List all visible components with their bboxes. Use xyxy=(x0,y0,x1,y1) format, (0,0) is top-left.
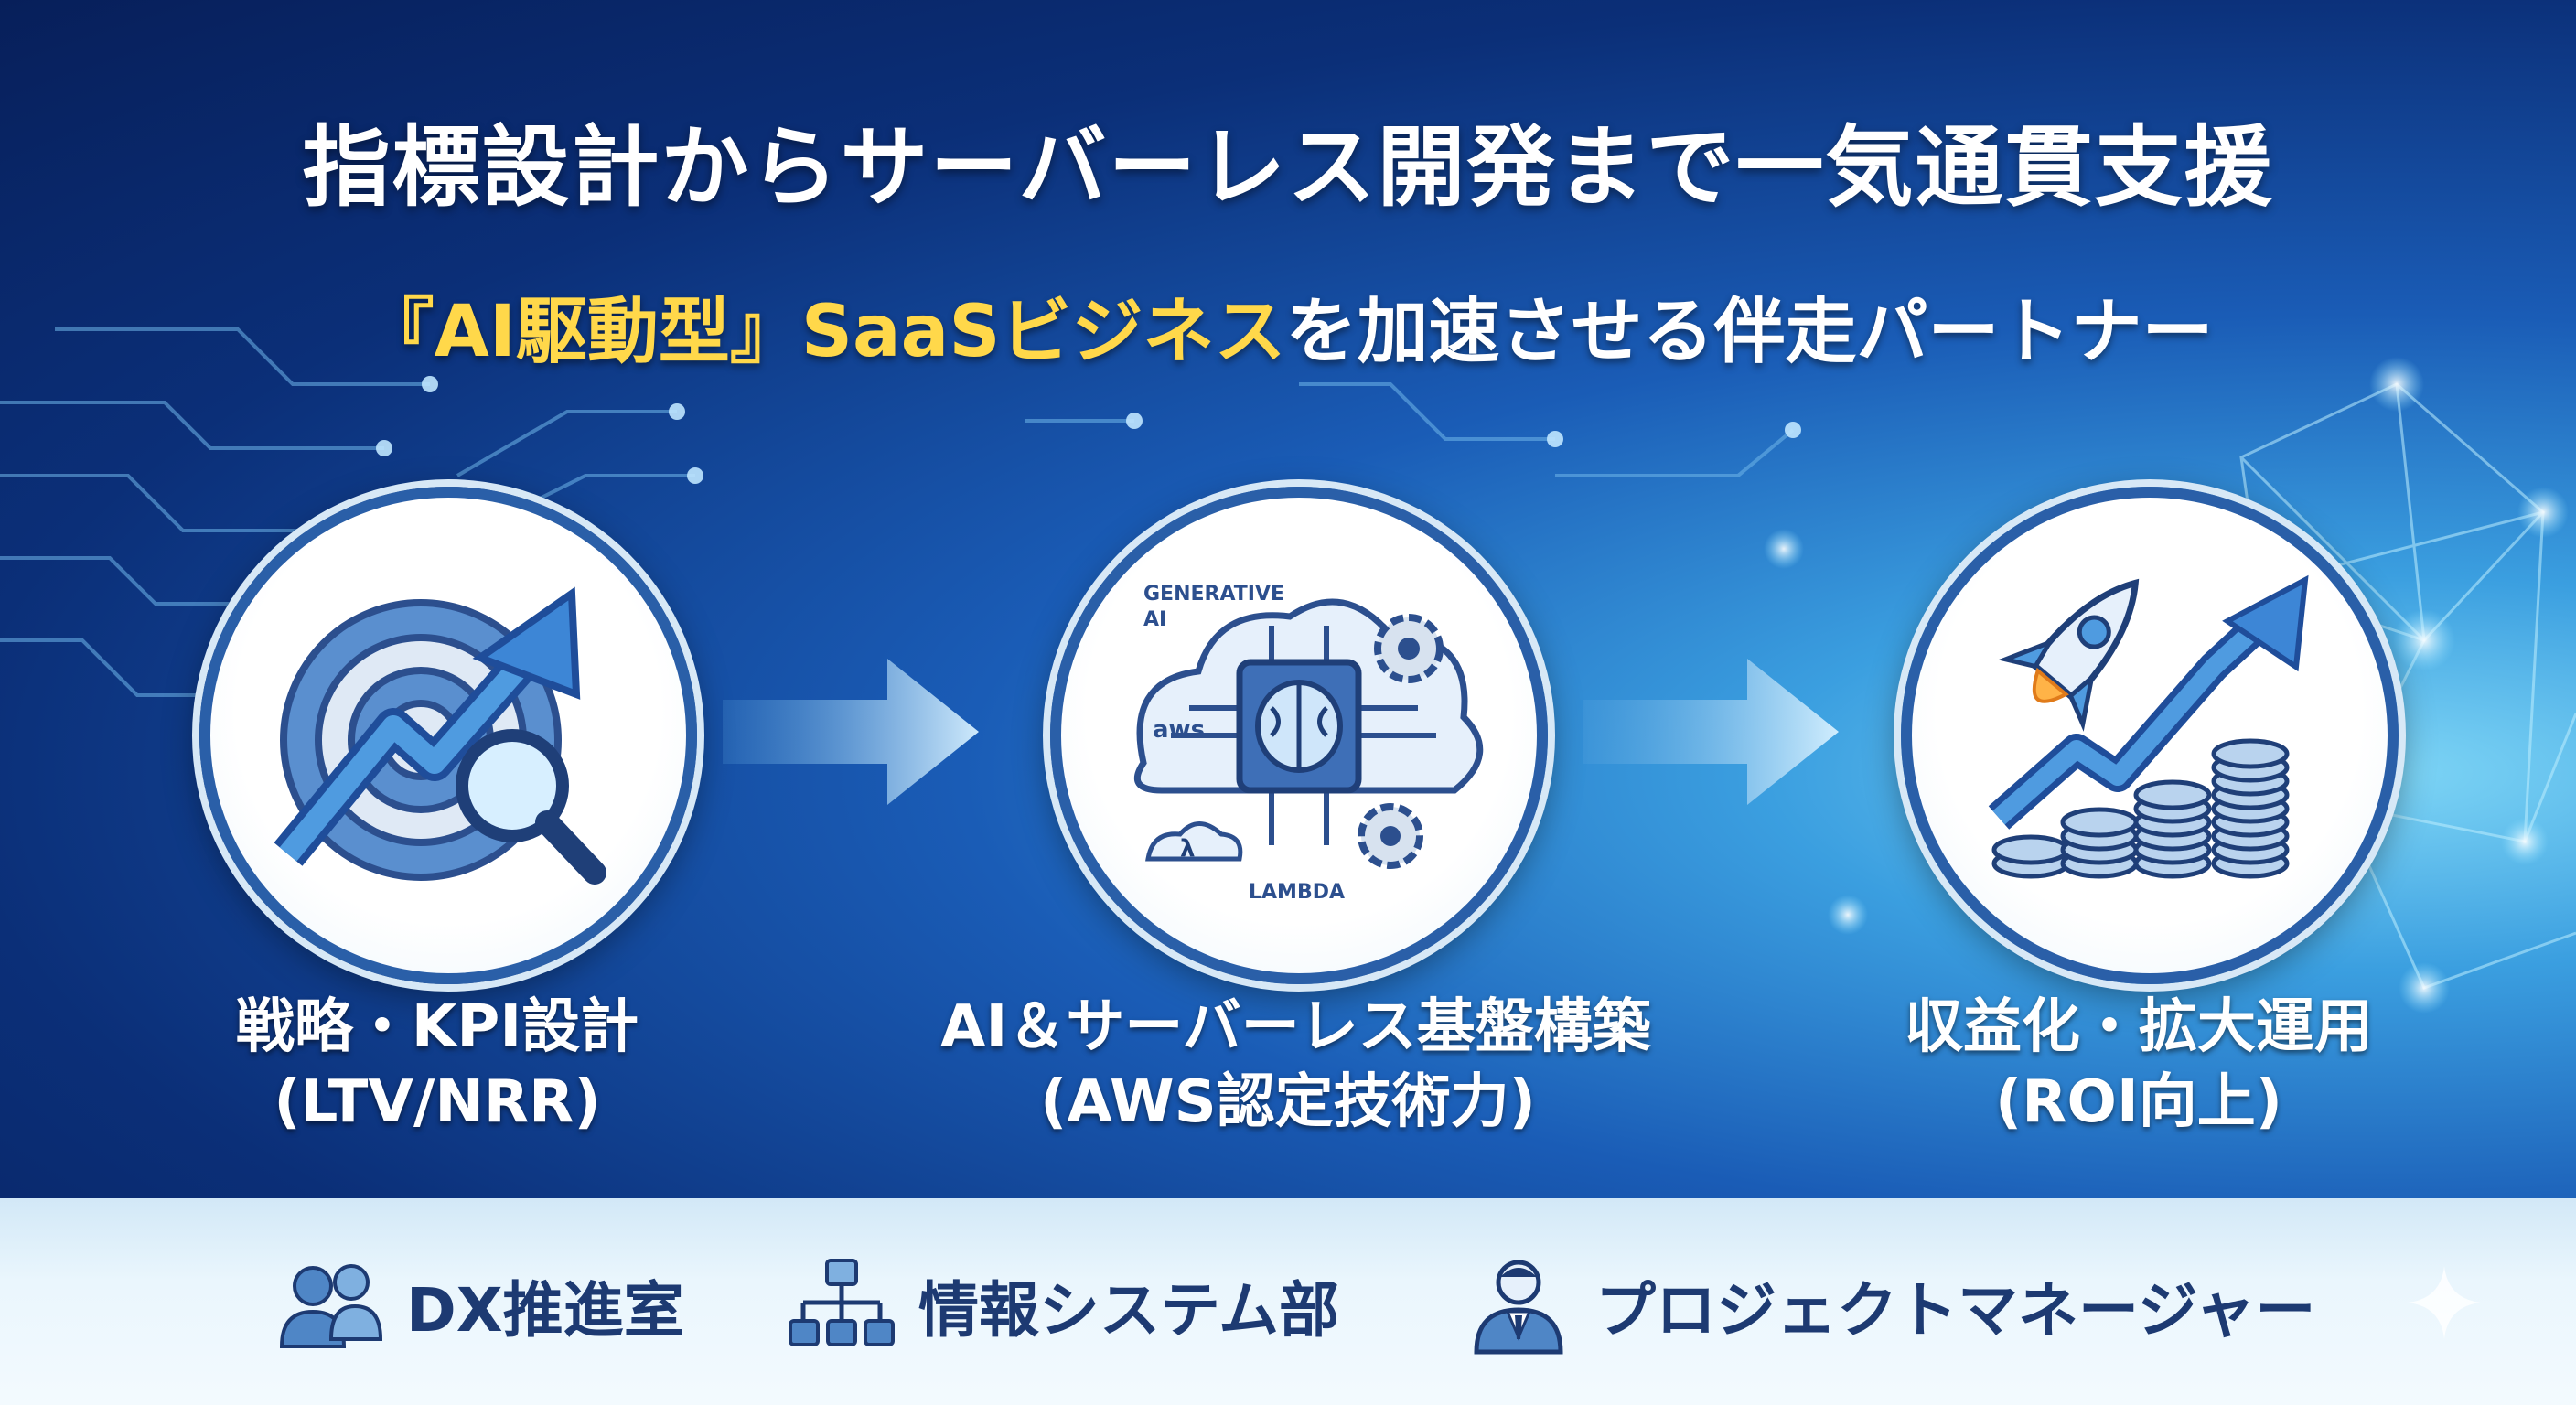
step-title: 戦略・KPI設計 xyxy=(235,993,639,1061)
flow-arrow-icon xyxy=(723,659,979,805)
subtitle-rest: を加速させる伴走パートナー xyxy=(1285,291,2214,373)
role-it-department: 情報システム部 xyxy=(787,1255,1339,1356)
business-person-icon xyxy=(1474,1260,1563,1355)
flow-arrow-icon xyxy=(1583,659,1839,805)
sparkle-icon xyxy=(2408,1266,2481,1339)
role-label: 情報システム部 xyxy=(918,1275,1340,1346)
ai-cloud-chip-icon: λ GENERATIVE AI aws LAMBDA xyxy=(1133,583,1484,904)
step-label-strategy: 戦略・KPI設計 (LTV/NRR) xyxy=(90,990,785,1140)
role-project-manager: プロジェクトマネージャー xyxy=(1464,1255,2315,1356)
target-growth-magnifier-icon xyxy=(274,586,606,885)
svg-text:λ: λ xyxy=(1180,835,1195,863)
page-title: 指標設計からサーバーレス開発まで一気通貫支援 xyxy=(302,116,2274,219)
step-subtitle: (ROI向上) xyxy=(1995,1068,2282,1136)
step-subtitle: (AWS認定技術力) xyxy=(1040,1068,1536,1136)
step-title: AI＆サーバーレス基盤構築 xyxy=(940,993,1651,1061)
org-chart-icon xyxy=(789,1259,895,1346)
role-label: プロジェクトマネージャー xyxy=(1595,1275,2316,1346)
monetization-circle xyxy=(1901,487,2399,984)
step-subtitle: (LTV/NRR) xyxy=(274,1068,601,1136)
rocket-revenue-growth-icon xyxy=(1988,574,2309,879)
lambda-text: LAMBDA xyxy=(1249,881,1345,904)
target-audience-bar xyxy=(0,1198,2576,1405)
aws-text: aws xyxy=(1153,716,1205,744)
page-subtitle: 『AI駆動型』SaaSビジネスを加速させる伴走パートナー xyxy=(0,274,2576,377)
step-label-monetization: 収益化・拡大運用 (ROI向上) xyxy=(1791,990,2486,1140)
users-icon xyxy=(279,1264,383,1348)
step-label-ai-serverless: AI＆サーバーレス基盤構築 (AWS認定技術力) xyxy=(940,990,1651,1140)
role-dx: DX推進室 xyxy=(274,1255,684,1356)
step-title: 収益化・拡大運用 xyxy=(1905,993,2373,1061)
strategy-kpi-circle xyxy=(199,487,697,984)
subtitle-highlight: 『AI駆動型』SaaSビジネス xyxy=(362,291,1286,373)
ai-serverless-circle: λ GENERATIVE AI aws LAMBDA xyxy=(1050,487,1548,984)
role-label: DX推進室 xyxy=(406,1275,684,1346)
generative-text: GENERATIVE xyxy=(1143,583,1284,606)
ai-text: AI xyxy=(1143,608,1166,631)
